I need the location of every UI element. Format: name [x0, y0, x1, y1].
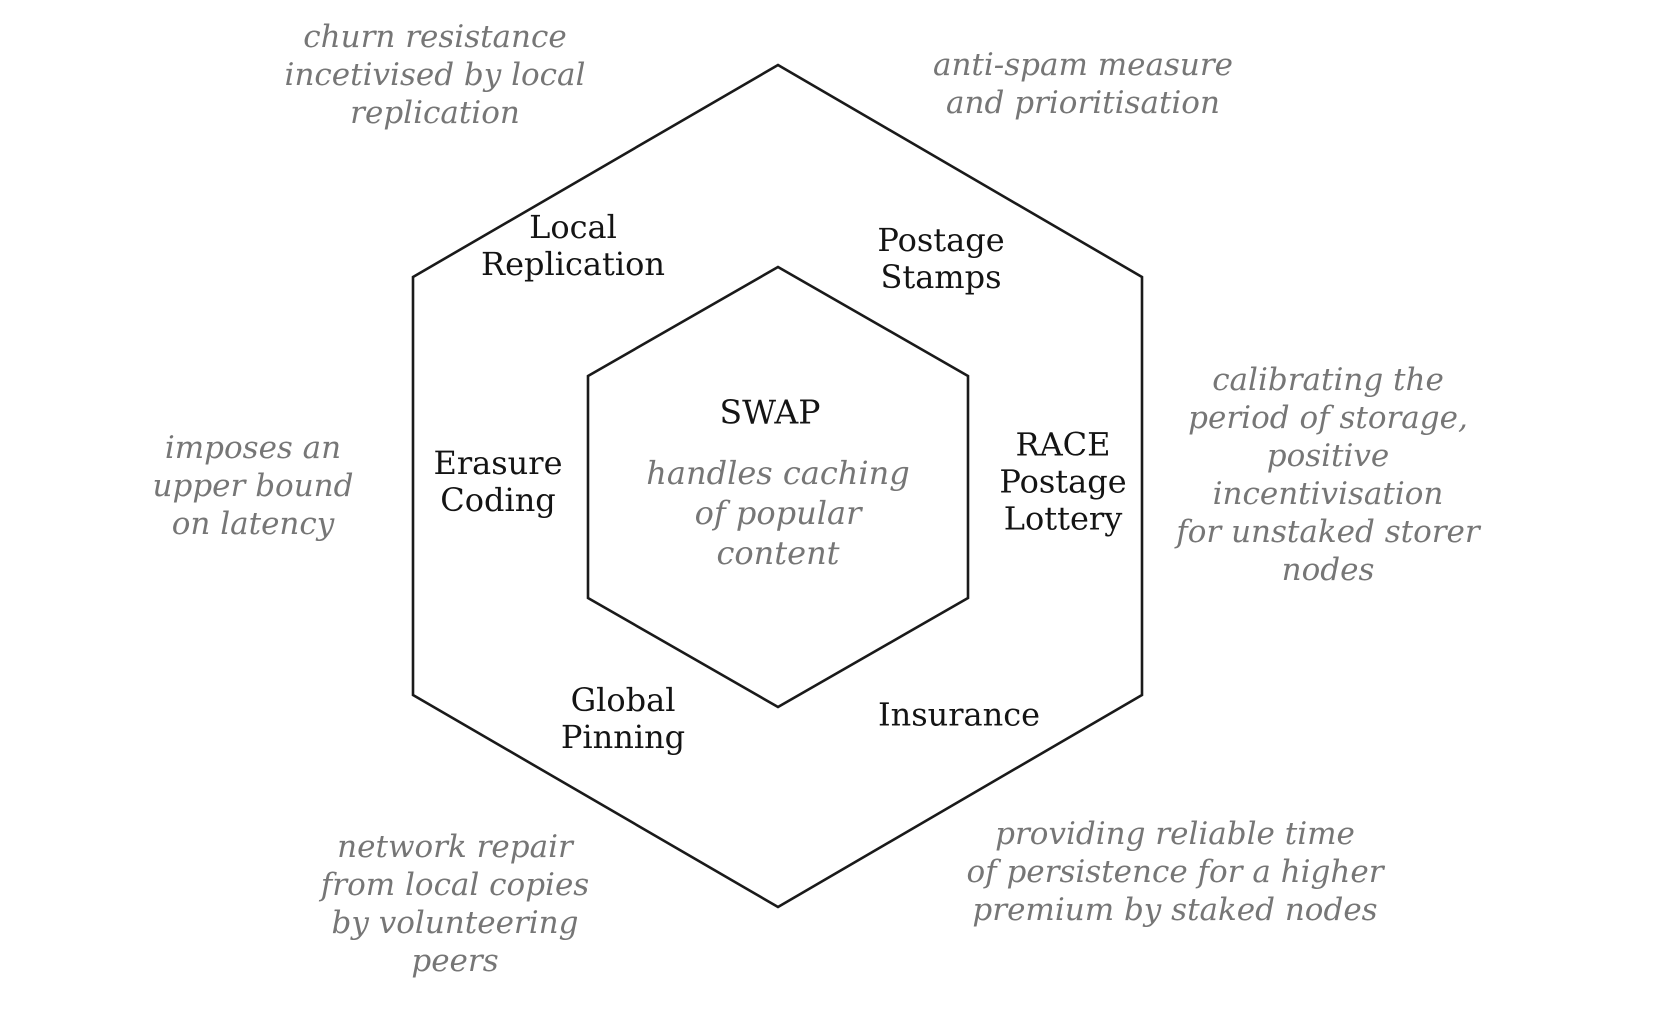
- annotation-persistence-premium: providing reliable time of persistence f…: [966, 816, 1384, 928]
- label-race-postage-lottery: RACE Postage Lottery: [999, 425, 1127, 538]
- label-erasure-coding: Erasure Coding: [433, 444, 563, 519]
- label-global-pinning: Global Pinning: [560, 681, 686, 756]
- inner-hexagon-outline: [586, 265, 970, 709]
- label-insurance: Insurance: [877, 695, 1041, 734]
- label-local-replication: Local Replication: [481, 208, 665, 283]
- annotation-network-repair: network repair from local copies by volu…: [320, 829, 590, 979]
- annotation-anti-spam: anti-spam measure and prioritisation: [932, 47, 1234, 121]
- swap-title: SWAP: [719, 392, 821, 432]
- annotation-calibrating-storage: calibrating the period of storage, posit…: [1176, 362, 1480, 588]
- annotation-latency-bound: imposes an upper bound on latency: [152, 430, 354, 542]
- swap-subtitle: handles caching of popular content: [646, 454, 910, 572]
- annotation-churn-resistance: churn resistance incetivised by local re…: [284, 19, 586, 131]
- label-postage-stamps: Postage Stamps: [877, 221, 1005, 296]
- outer-hexagon-outline: [411, 63, 1144, 909]
